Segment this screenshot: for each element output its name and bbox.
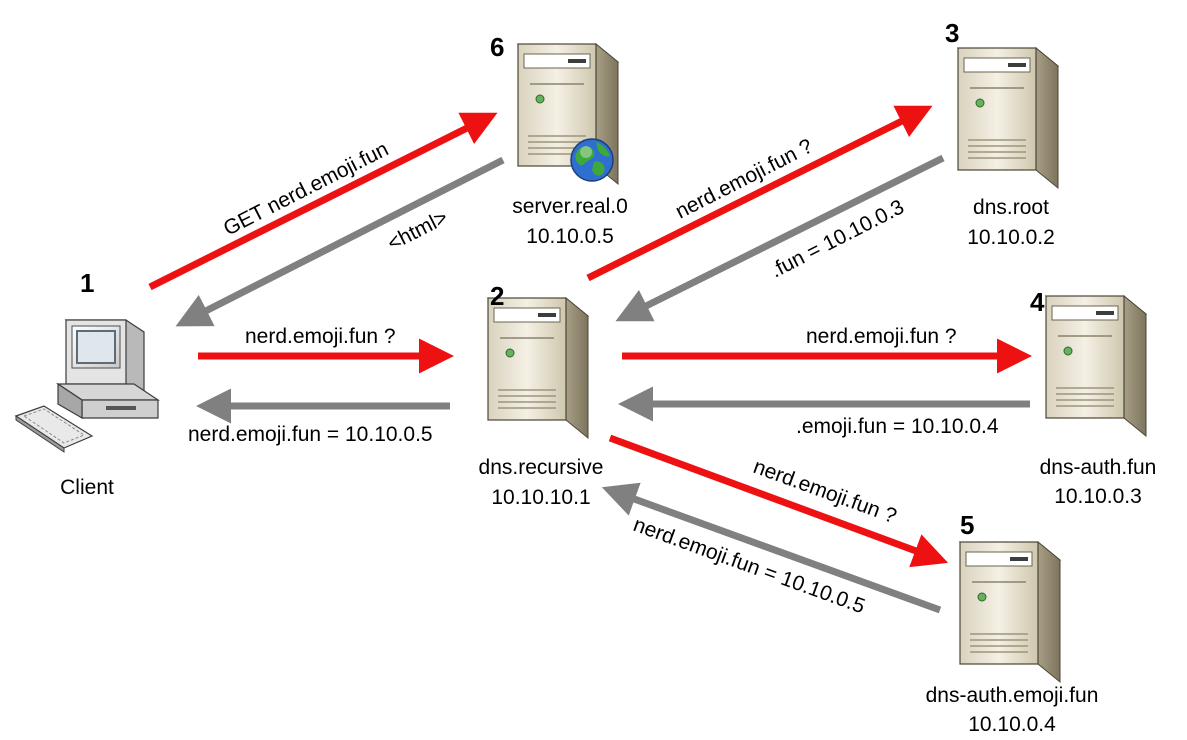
auth-emoji-node: 5 dns-auth.emoji.fun 10.10.0.4 [926, 510, 1099, 736]
auth-fun-name: dns-auth.fun [1040, 456, 1157, 479]
recursive-server-icon [487, 297, 589, 439]
auth-emoji-name: dns-auth.emoji.fun [926, 684, 1099, 707]
web-ip: 10.10.0.5 [526, 225, 614, 248]
label-recursive-to-client: nerd.emoji.fun = 10.10.0.5 [188, 423, 433, 446]
client-node: 1 Client [14, 268, 160, 499]
root-step-number: 3 [945, 18, 959, 48]
client-step-number: 1 [80, 268, 94, 298]
auth-fun-node: 4 dns-auth.fun 10.10.0.3 [1030, 287, 1156, 508]
root-node: 3 dns.root 10.10.0.2 [945, 18, 1059, 249]
auth-emoji-step-number: 5 [960, 510, 974, 540]
root-name: dns.root [973, 196, 1049, 219]
auth-fun-ip: 10.10.0.3 [1054, 485, 1142, 508]
label-auth-fun-to-recursive: .emoji.fun = 10.10.0.4 [796, 415, 999, 438]
recursive-ip: 10.10.10.1 [491, 486, 590, 509]
auth-fun-step-number: 4 [1030, 287, 1045, 317]
web-node: 6 server.real.0 10.10.0.5 [490, 32, 628, 248]
root-ip: 10.10.0.2 [967, 226, 1055, 249]
label-recursive-to-auth-fun: nerd.emoji.fun ? [806, 325, 957, 348]
arrow-web-to-client [175, 156, 505, 327]
label-auth-emoji-to-recursive: nerd.emoji.fun = 10.10.0.5 [630, 513, 868, 618]
globe-icon [570, 138, 614, 182]
client-computer-icon [14, 319, 160, 453]
recursive-node: 2 dns.recursive 10.10.10.1 [479, 281, 604, 509]
label-client-to-web: GET nerd.emoji.fun [220, 137, 392, 240]
label-recursive-to-root: nerd.emoji.fun ? [672, 135, 817, 224]
auth-emoji-ip: 10.10.0.4 [968, 713, 1056, 736]
web-name: server.real.0 [512, 195, 628, 218]
web-step-number: 6 [490, 32, 504, 62]
arrow-client-to-web [148, 112, 498, 291]
arrow-root-to-recursive [615, 154, 945, 322]
auth-emoji-server-icon [959, 541, 1061, 683]
arrow-recursive-to-auth-emoji [608, 434, 949, 568]
recursive-name: dns.recursive [479, 456, 604, 479]
arrow-recursive-to-root [586, 105, 933, 282]
label-client-to-recursive: nerd.emoji.fun ? [245, 325, 396, 348]
client-name: Client [60, 476, 114, 499]
root-server-icon [957, 47, 1059, 189]
recursive-step-number: 2 [490, 281, 504, 311]
auth-fun-server-icon [1045, 295, 1147, 437]
arrow-auth-emoji-to-recursive [601, 482, 942, 614]
